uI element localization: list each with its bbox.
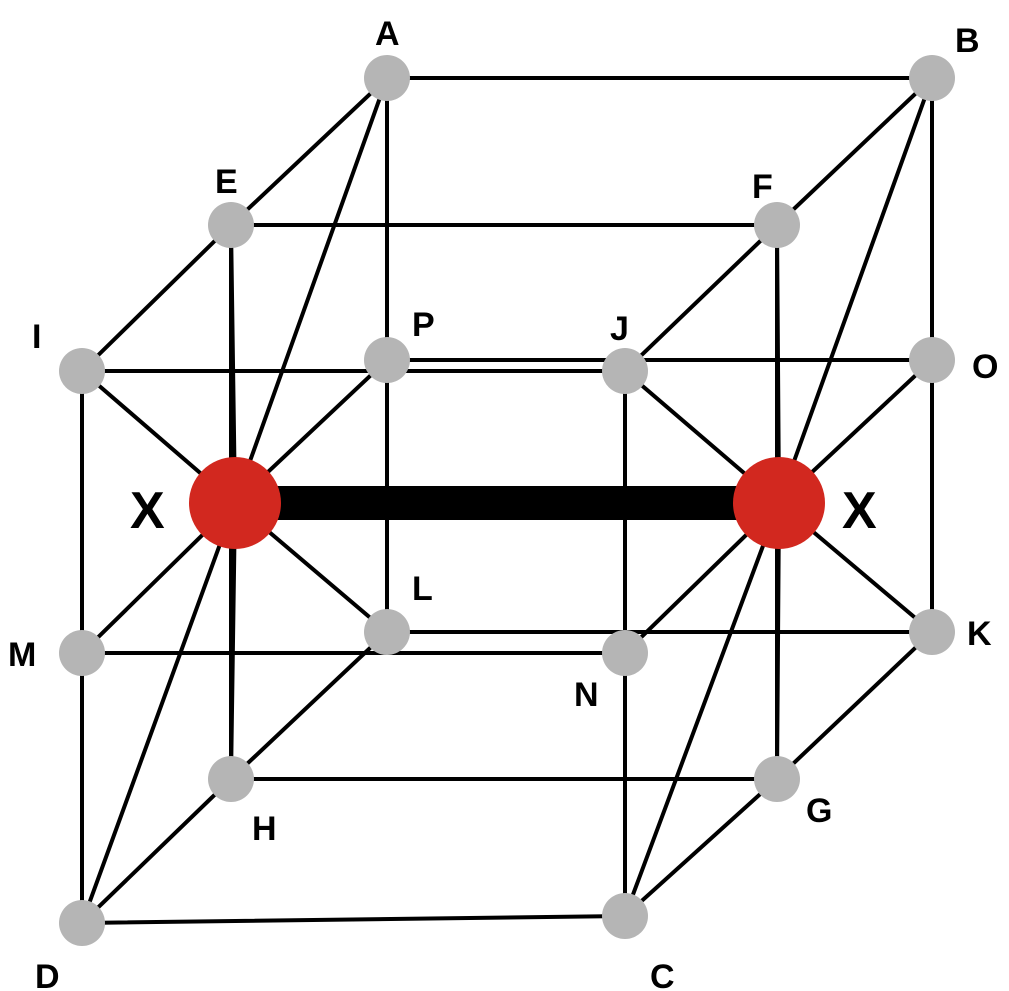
label-C: C	[650, 958, 675, 991]
x-node-left	[189, 457, 281, 549]
edge-XR-B	[777, 76, 934, 505]
node-M	[59, 630, 105, 676]
node-P	[364, 337, 410, 383]
label-L: L	[412, 570, 433, 608]
x-node-right	[733, 457, 825, 549]
x-label-right: X	[842, 482, 877, 540]
node-O	[909, 337, 955, 383]
edge-E-I	[80, 223, 233, 373]
label-G: G	[806, 792, 832, 830]
label-H: H	[252, 810, 277, 848]
node-L	[364, 609, 410, 655]
node-N	[602, 630, 648, 676]
edge-C-G	[623, 777, 779, 918]
edge-D-C	[80, 914, 627, 925]
node-C	[602, 893, 648, 939]
node-I	[59, 348, 105, 394]
label-E: E	[215, 163, 238, 201]
edge-B-F	[775, 76, 934, 227]
edge-XL-E	[229, 223, 237, 505]
labels-layer: A B C D E F G H I J K L M N O P X X	[8, 15, 998, 991]
node-G	[754, 756, 800, 802]
edge-XL-A	[233, 76, 389, 505]
node-J	[602, 348, 648, 394]
x-label-left: X	[130, 482, 165, 540]
label-F: F	[752, 168, 773, 206]
edge-A-E	[229, 76, 389, 227]
edge-G-K	[775, 630, 934, 781]
label-M: M	[8, 636, 36, 674]
node-H	[208, 756, 254, 802]
node-E	[208, 202, 254, 248]
label-B: B	[955, 22, 980, 60]
edge-XR-C	[623, 501, 781, 918]
node-B	[909, 55, 955, 101]
edge-XL-H	[229, 501, 237, 781]
label-O: O	[972, 348, 998, 386]
node-F	[754, 202, 800, 248]
nodes-layer	[59, 55, 955, 946]
node-A	[364, 55, 410, 101]
edge-F-J	[623, 223, 779, 373]
label-D: D	[35, 958, 60, 991]
label-K: K	[967, 615, 992, 653]
label-I: I	[32, 318, 41, 356]
label-P: P	[412, 306, 435, 344]
label-J: J	[610, 310, 629, 348]
edge-H-L	[229, 630, 389, 781]
label-N: N	[574, 676, 599, 714]
edge-XR-F	[775, 223, 781, 505]
edge-D-H	[80, 777, 233, 925]
edge-XR-G	[775, 501, 781, 781]
label-A: A	[375, 15, 400, 53]
edge-XL-D	[80, 501, 237, 925]
node-K	[909, 609, 955, 655]
node-D	[59, 900, 105, 946]
